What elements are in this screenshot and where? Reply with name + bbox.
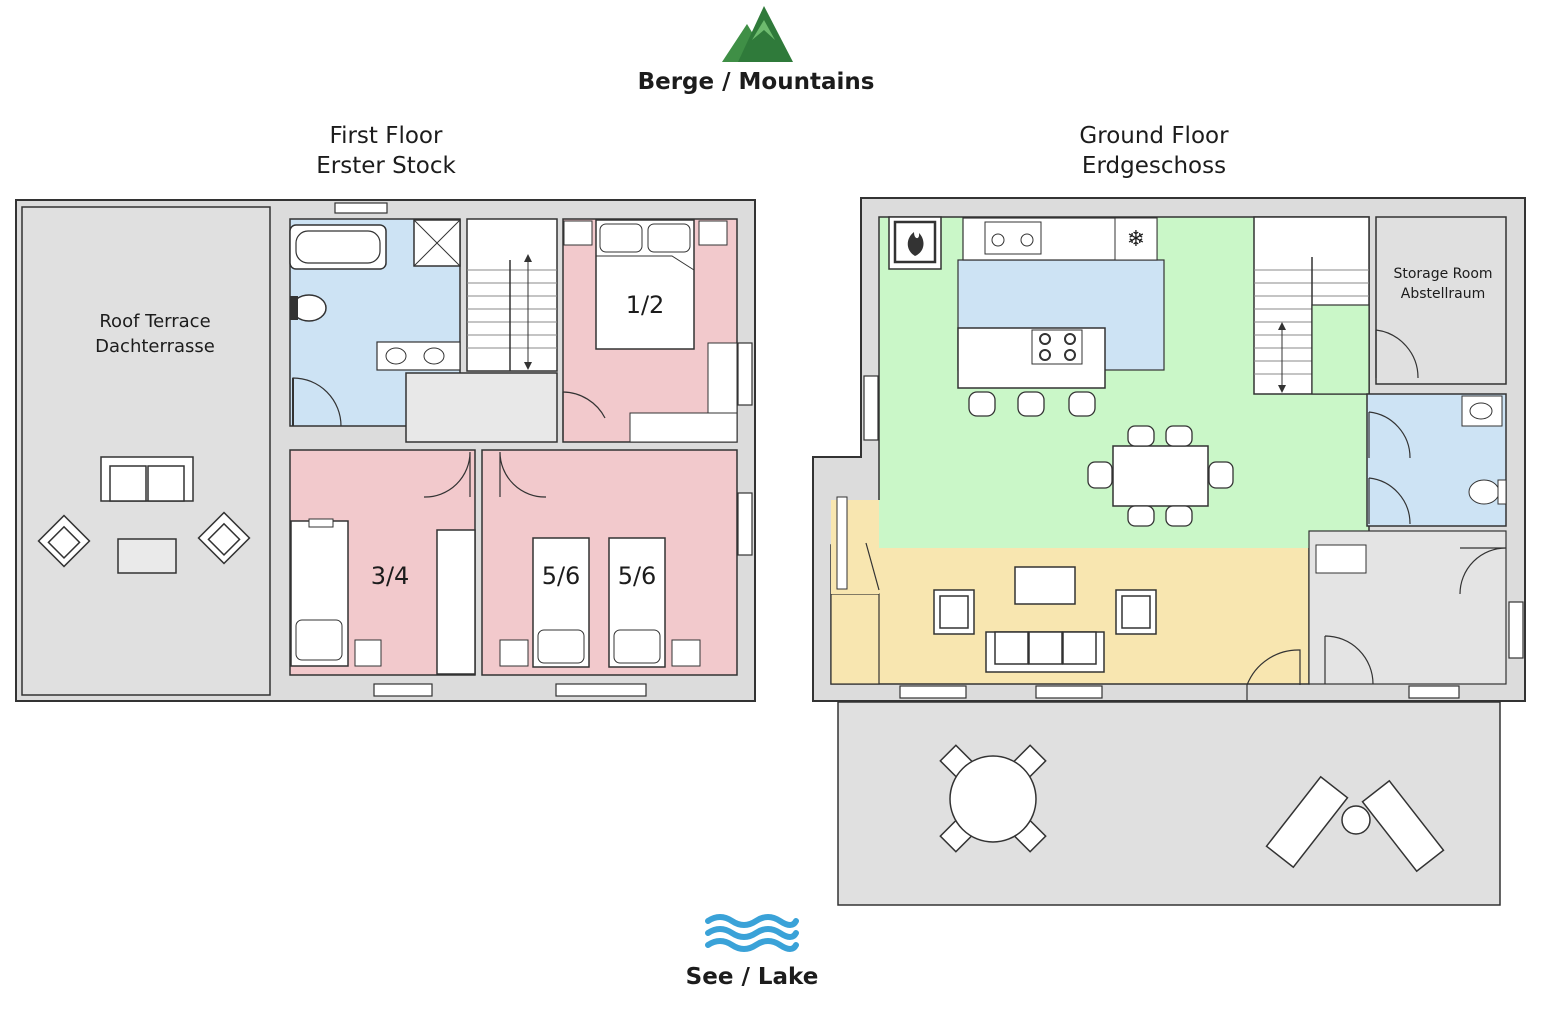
terrace-table [117,538,177,574]
hallway-first-floor [405,372,558,443]
terrace-sofa [100,456,194,502]
stairwell-first-floor [466,218,558,372]
freezer-icon: ❄ [1127,227,1145,252]
mountain-icon [722,6,793,62]
waves-icon [705,914,799,952]
roof-terrace [21,206,271,696]
dining-table [1112,445,1209,507]
first-floor-title-de: Erster Stock [316,153,456,179]
ground-floor-title-de: Erdgeschoss [1082,153,1226,179]
storage-room-label: Storage Room [1393,266,1492,282]
ground-floor-plan: ❄ [812,197,1526,906]
first-floor-title: First Floor [330,123,443,149]
terrace-armchair-right [197,511,251,565]
roof-terrace-label-de: Dachterrasse [95,336,215,357]
sun-loungers [1265,775,1445,873]
bedroom-5-6-right-label: 5/6 [618,562,657,590]
bedroom-3-4-label: 3/4 [371,562,410,590]
terrace-dining-set [939,744,1047,853]
mountains-label: Berge / Mountains [638,69,875,95]
ground-floor-title: Ground Floor [1079,123,1229,149]
storage-room-label-de: Abstellraum [1401,286,1486,302]
first-floor-plan: Roof Terrace Dachterrasse [15,199,756,702]
terrace-armchair-left [37,514,91,568]
storage-room [1375,216,1507,385]
bedroom-5-6-left-label: 5/6 [542,562,581,590]
fire-icon [907,232,924,256]
bedroom-1-2-label: 1/2 [626,291,665,319]
lake-label: See / Lake [686,964,819,990]
roof-terrace-label: Roof Terrace [99,311,210,332]
